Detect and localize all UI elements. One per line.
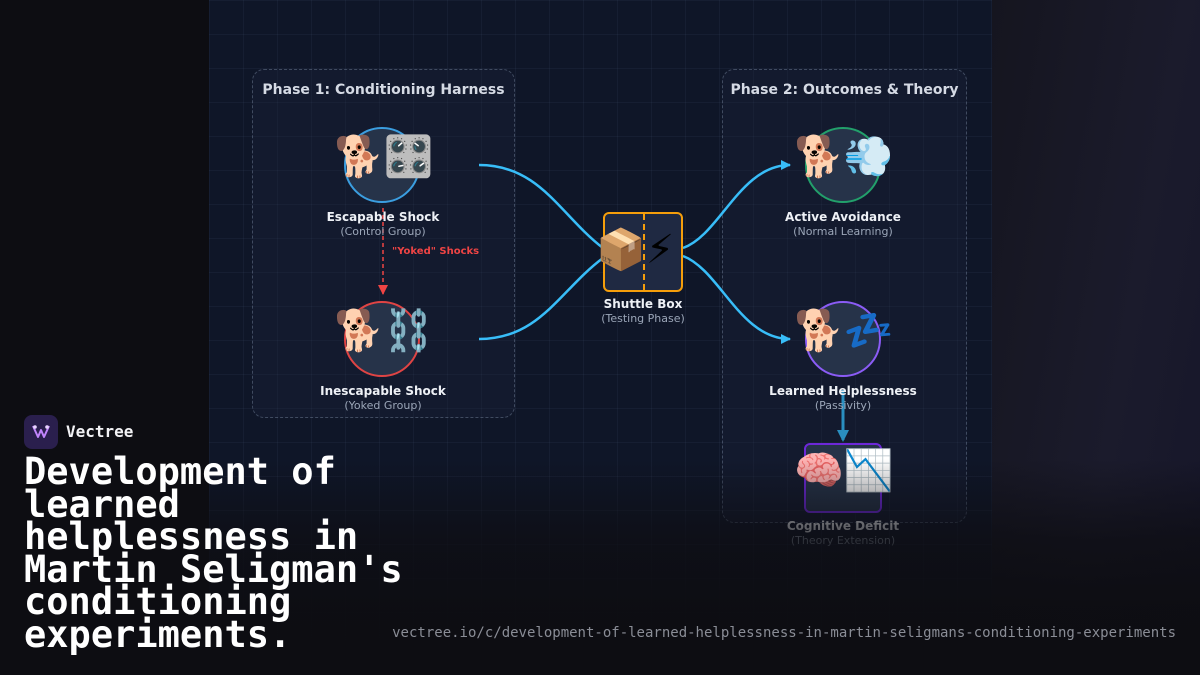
active-avoidance-label: Active Avoidance [785,210,901,224]
cognitive-deficit-sub: (Theory Extension) [790,534,896,547]
brain-chart-icon: 🧠📉 [794,448,894,494]
page-headline: Development of learned helplessness in M… [24,450,403,656]
edge-escapable-to-shuttle [478,163,604,249]
lightning-icon: ⚡ [646,227,675,273]
learned-helplessness-sub: (Passivity) [814,399,872,412]
page-url[interactable]: vectree.io/c/development-of-learned-help… [392,625,1176,641]
inescapable-shock-sub: (Yoked Group) [344,399,422,412]
escapable-shock-label: Escapable Shock [326,210,440,224]
yoked-shocks-label: "Yoked" Shocks [392,246,480,257]
inescapable-dog-icon: 🐕⛓️ [334,308,434,354]
active-dog-icon: 🐕💨 [794,134,894,180]
active-avoidance-sub: (Normal Learning) [793,225,893,238]
learned-helplessness-label: Learned Helplessness [769,384,917,398]
escapable-dog-icon: 🐕🎛️ [334,134,434,180]
shuttle-box-sub: (Testing Phase) [601,312,685,325]
box-icon: 📦 [596,227,646,273]
sleeping-dog-icon: 🐕💤 [794,308,894,354]
escapable-shock-sub: (Control Group) [340,225,426,238]
cognitive-deficit-label: Cognitive Deficit [786,519,900,533]
vectree-logo-icon [24,415,58,449]
inescapable-shock-label: Inescapable Shock [320,384,446,398]
shuttle-box-label: Shuttle Box [603,297,683,311]
brand-name: Vectree [66,422,134,441]
